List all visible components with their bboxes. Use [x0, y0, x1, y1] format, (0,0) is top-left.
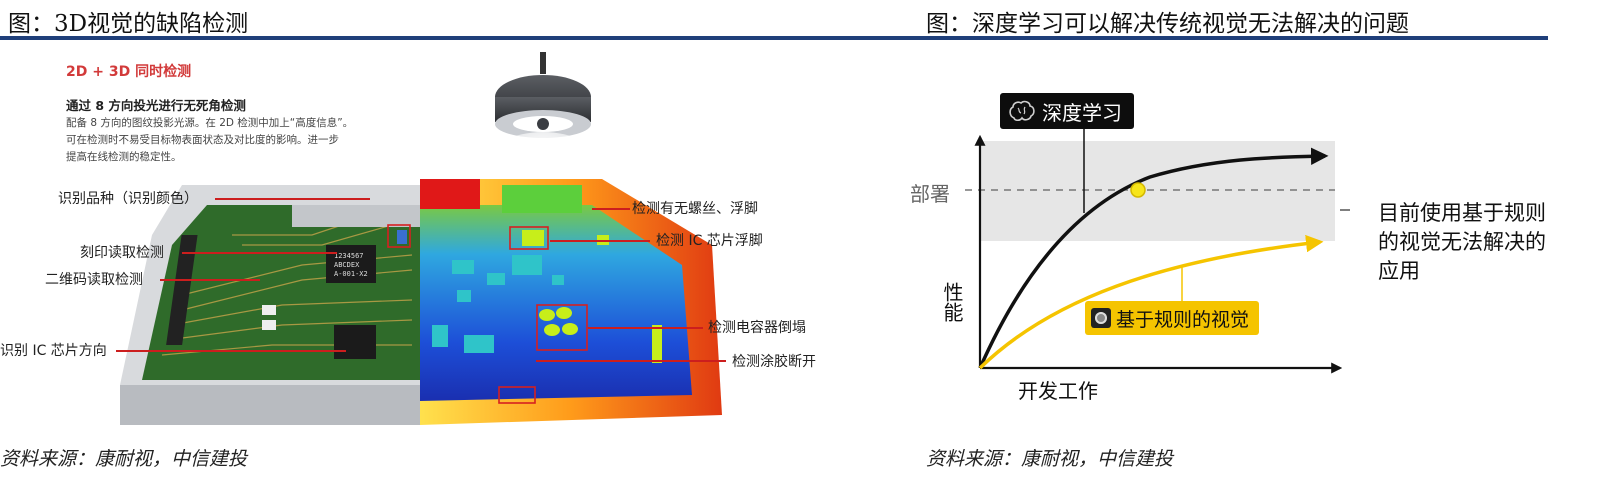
chip-text-3: A-001-X2 [334, 270, 368, 278]
left-source-note: 资料来源：康耐视，中信建投 [0, 448, 248, 470]
projection-heading: 通过 8 方向投光进行无死角检测 [66, 98, 246, 113]
callout-line [160, 279, 260, 281]
callout-qr-read: 二维码读取检测 [45, 272, 143, 288]
description-line-1: 配备 8 方向的图纹投影光源。在 2D 检测中加上“高度信息”。 [66, 117, 354, 129]
callout-identify-variety: 识别品种（识别颜色） [58, 191, 198, 207]
deep-learning-chart [965, 117, 1350, 374]
callout-line [116, 350, 346, 352]
callout-line [536, 360, 726, 362]
callout-ic-lift: 检测 IC 芯片浮脚 [656, 233, 763, 249]
right-figure-title: 图：深度学习可以解决传统视觉无法解决的问题 [926, 11, 1409, 37]
right-source-note: 资料来源：康耐视，中信建投 [926, 448, 1174, 470]
deploy-intersection-point [1130, 182, 1146, 198]
callout-marking-read: 刻印读取检测 [80, 245, 164, 261]
band-note-line-3: 应用 [1378, 259, 1420, 283]
callout-line [588, 327, 703, 329]
callout-line [550, 240, 650, 242]
band-note-line-2: 的视觉无法解决的 [1378, 230, 1546, 254]
rule-based-label: 基于规则的视觉 [1116, 308, 1250, 331]
pcb-2d-3d-illustration: 1234567 ABCDEX A-001-X2 [120, 179, 722, 425]
deep-learning-label: 深度学习 [1042, 100, 1122, 125]
title-rule [0, 36, 1548, 40]
deep-learning-legend: 深度学习 [1000, 93, 1134, 129]
y-axis-label: 性能 [940, 282, 964, 322]
chip-text-1: 1234567 [334, 252, 364, 260]
brain-icon [1009, 100, 1035, 122]
callout-capacitor-check: 检测电容器倒塌 [708, 320, 806, 336]
series-rule-based-line [978, 234, 1324, 370]
left-figure-title: 图：3D视觉的缺陷检测 [8, 11, 249, 37]
description-text: 配备 8 方向的图纹投影光源。在 2D 检测中加上“高度信息”。 可在检测时不易… [66, 115, 353, 166]
callout-screw-check: 检测有无螺丝、浮脚 [632, 201, 758, 217]
chip-text-2: ABCDEX [334, 261, 360, 269]
x-axis-label: 开发工作 [1018, 379, 1098, 403]
band-note: 目前使用基于规则 的视觉无法解决的 应用 [1378, 199, 1546, 286]
callout-ic-orientation: 识别 IC 芯片方向 [0, 343, 107, 359]
description-line-2: 可在检测时不易受目标物表面状态及对比度的影响。进一步 [66, 134, 339, 146]
callout-line [182, 252, 337, 254]
band-note-line-1: 目前使用基于规则 [1378, 201, 1546, 225]
3d-camera-illustration [488, 52, 598, 192]
callout-glue-break: 检测涂胶断开 [732, 354, 816, 370]
series-deep-learning-line [978, 147, 1329, 369]
rule-based-legend: 基于规则的视觉 [1085, 301, 1260, 335]
callout-line [592, 208, 630, 210]
description-line-3: 提高在线检测的稳定性。 [66, 151, 182, 163]
detection-heading: 2D + 3D 同时检测 [66, 64, 192, 80]
deploy-label: 部署 [910, 182, 950, 206]
camera-lens-icon [1091, 308, 1111, 328]
callout-line [215, 198, 370, 200]
